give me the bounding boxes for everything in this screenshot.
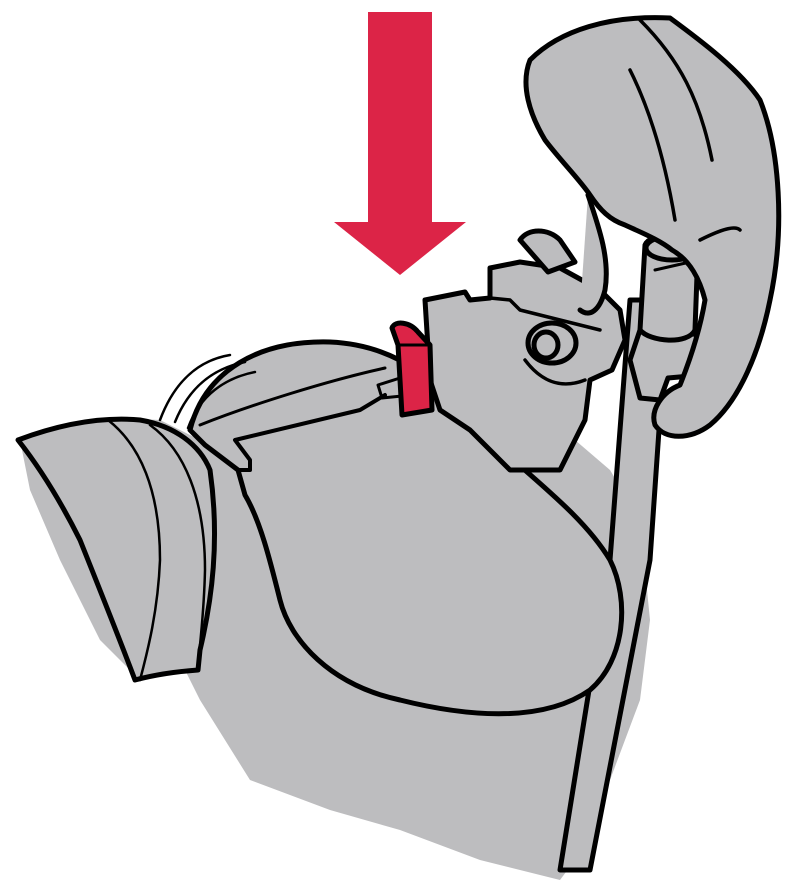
down-arrow-icon (334, 12, 466, 275)
pivot-knob-cap (534, 332, 558, 358)
